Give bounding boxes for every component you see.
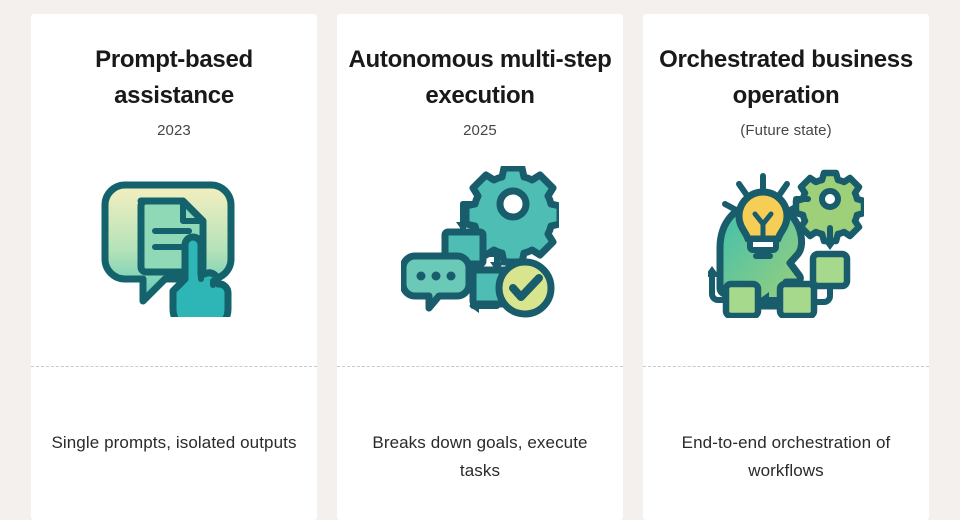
stage-card-orchestrated-business-operation[interactable]: Orchestrated business operation (Future … xyxy=(643,14,929,520)
card-divider xyxy=(643,366,929,367)
card-divider xyxy=(337,366,623,367)
card-caption: End-to-end orchestration of workflows xyxy=(681,433,891,480)
card-subtitle: 2023 xyxy=(157,122,191,140)
stage-card-prompt-based-assistance[interactable]: Prompt-based assistance 2023 xyxy=(31,14,317,520)
card-title: Prompt-based assistance xyxy=(95,46,253,109)
card-title: Orchestrated business operation xyxy=(659,46,913,109)
card-divider xyxy=(31,366,317,367)
card-caption: Single prompts, isolated outputs xyxy=(51,433,297,452)
mind-lightbulb-orchestration-icon xyxy=(696,157,876,327)
workflow-gear-check-icon xyxy=(390,157,570,327)
card-subtitle: (Future state) xyxy=(740,122,832,140)
stage-card-autonomous-multi-step-execution[interactable]: Autonomous multi-step execution 2025 xyxy=(337,14,623,520)
card-caption: Breaks down goals, execute tasks xyxy=(372,433,588,480)
chat-document-tap-icon xyxy=(84,157,264,327)
card-subtitle: 2025 xyxy=(463,122,497,140)
card-title: Autonomous multi-step execution xyxy=(348,46,612,109)
